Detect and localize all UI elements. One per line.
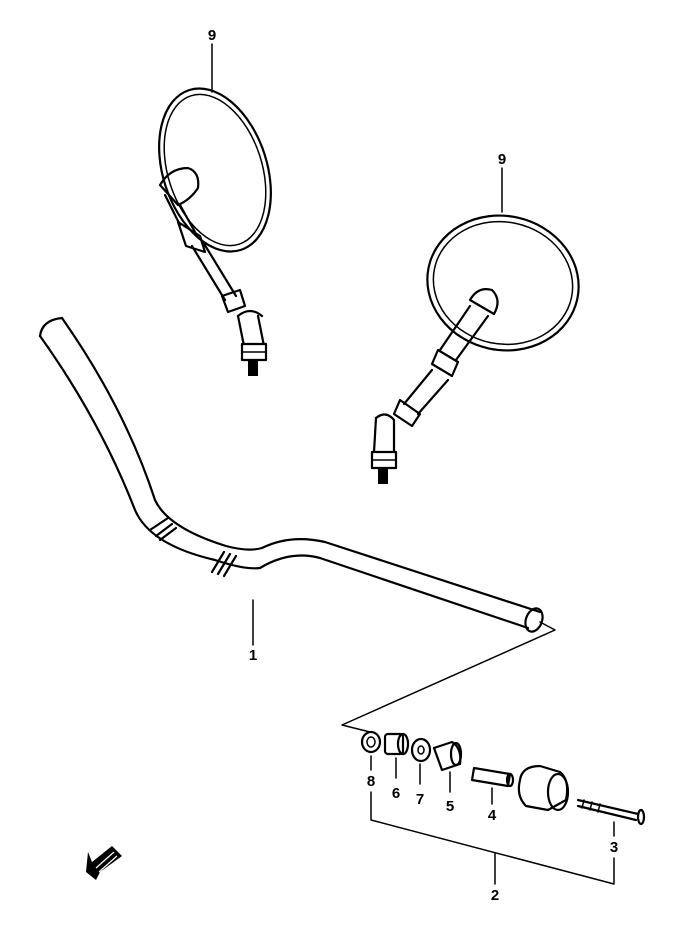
callout-nut: 8	[367, 773, 375, 790]
callout-washer: 7	[416, 791, 424, 808]
callout-mirror-right: 9	[498, 151, 506, 168]
callout-balancer-set: 2	[491, 887, 499, 904]
handlebar	[38, 316, 544, 633]
callout-screw: 3	[610, 839, 618, 856]
set-bracket	[370, 791, 615, 885]
mirror-right	[370, 214, 580, 484]
part-spacer	[383, 732, 410, 756]
part-screw	[576, 798, 646, 826]
callout-collar: 5	[446, 798, 454, 815]
callout-handlebar: 1	[249, 647, 257, 664]
callout-spacer: 6	[392, 785, 400, 802]
callout-rod: 4	[488, 807, 497, 824]
part-collar	[432, 740, 463, 772]
part-washer	[410, 737, 432, 763]
part-balancer-weight	[517, 764, 570, 812]
mirror-left	[158, 87, 272, 376]
assembly-guide-line	[341, 621, 556, 733]
part-rod	[470, 766, 515, 788]
arrow-down-left-icon	[86, 846, 122, 880]
callout-mirror-left: 9	[208, 27, 216, 44]
part-nut	[360, 730, 382, 754]
